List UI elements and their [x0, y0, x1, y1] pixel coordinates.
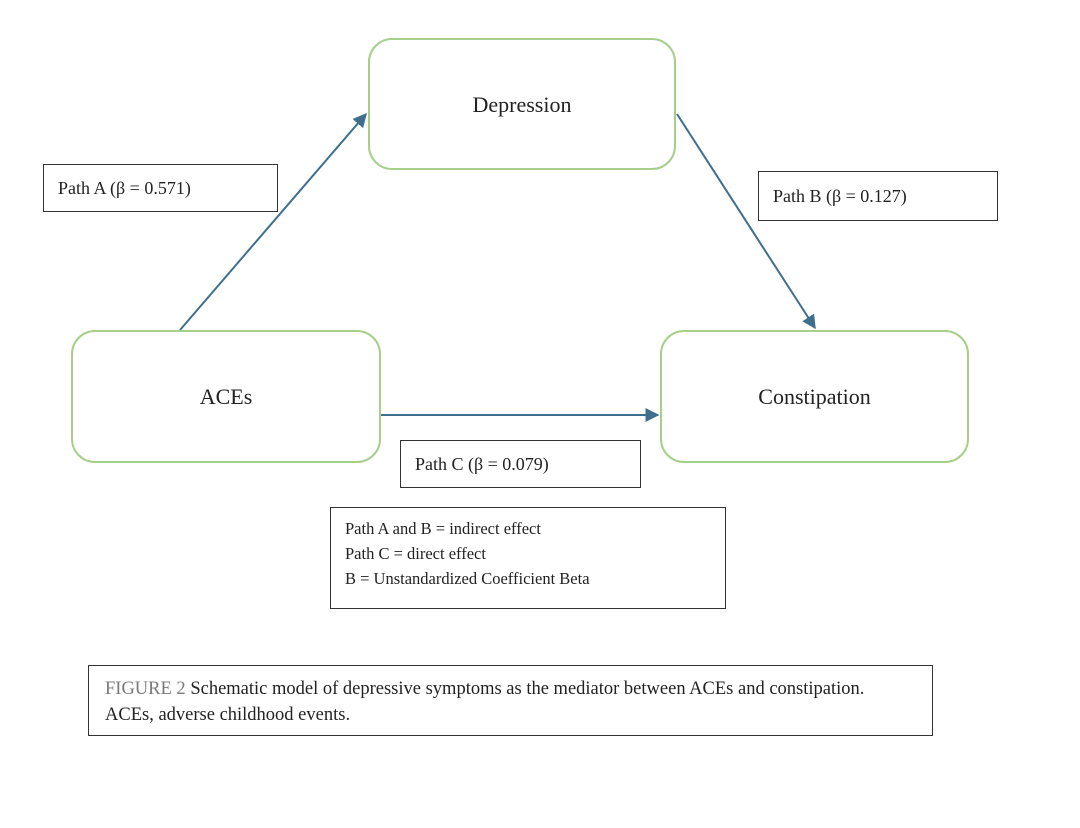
legend-line-indirect: Path A and B = indirect effect	[345, 519, 541, 538]
path-c-label: Path C (β = 0.079)	[415, 453, 549, 474]
depression-label: Depression	[472, 92, 572, 117]
depression-node: Depression	[368, 38, 676, 170]
path-a-arrow	[179, 112, 367, 331]
path-b-arrow	[676, 113, 816, 330]
figure-caption: FIGURE 2 Schematic model of depressive s…	[88, 665, 933, 736]
legend-line-beta: B = Unstandardized Coefficient Beta	[345, 569, 590, 588]
path-b-label-box: Path B (β = 0.127)	[758, 171, 998, 221]
legend-line-direct: Path C = direct effect	[345, 544, 486, 563]
constipation-node: Constipation	[660, 330, 969, 463]
path-a-label-box: Path A (β = 0.571)	[43, 164, 278, 212]
path-c-label-box: Path C (β = 0.079)	[400, 440, 641, 488]
legend-box: Path A and B = indirect effect Path C = …	[330, 507, 726, 609]
constipation-label: Constipation	[758, 383, 871, 409]
path-b-label: Path B (β = 0.127)	[773, 185, 907, 206]
caption-figure-label: FIGURE 2	[105, 679, 186, 699]
aces-label: ACEs	[199, 383, 253, 409]
path-a-label: Path A (β = 0.571)	[58, 177, 191, 198]
caption-text: Schematic model of depressive symptoms a…	[105, 679, 865, 725]
aces-node: ACEs	[71, 330, 381, 463]
